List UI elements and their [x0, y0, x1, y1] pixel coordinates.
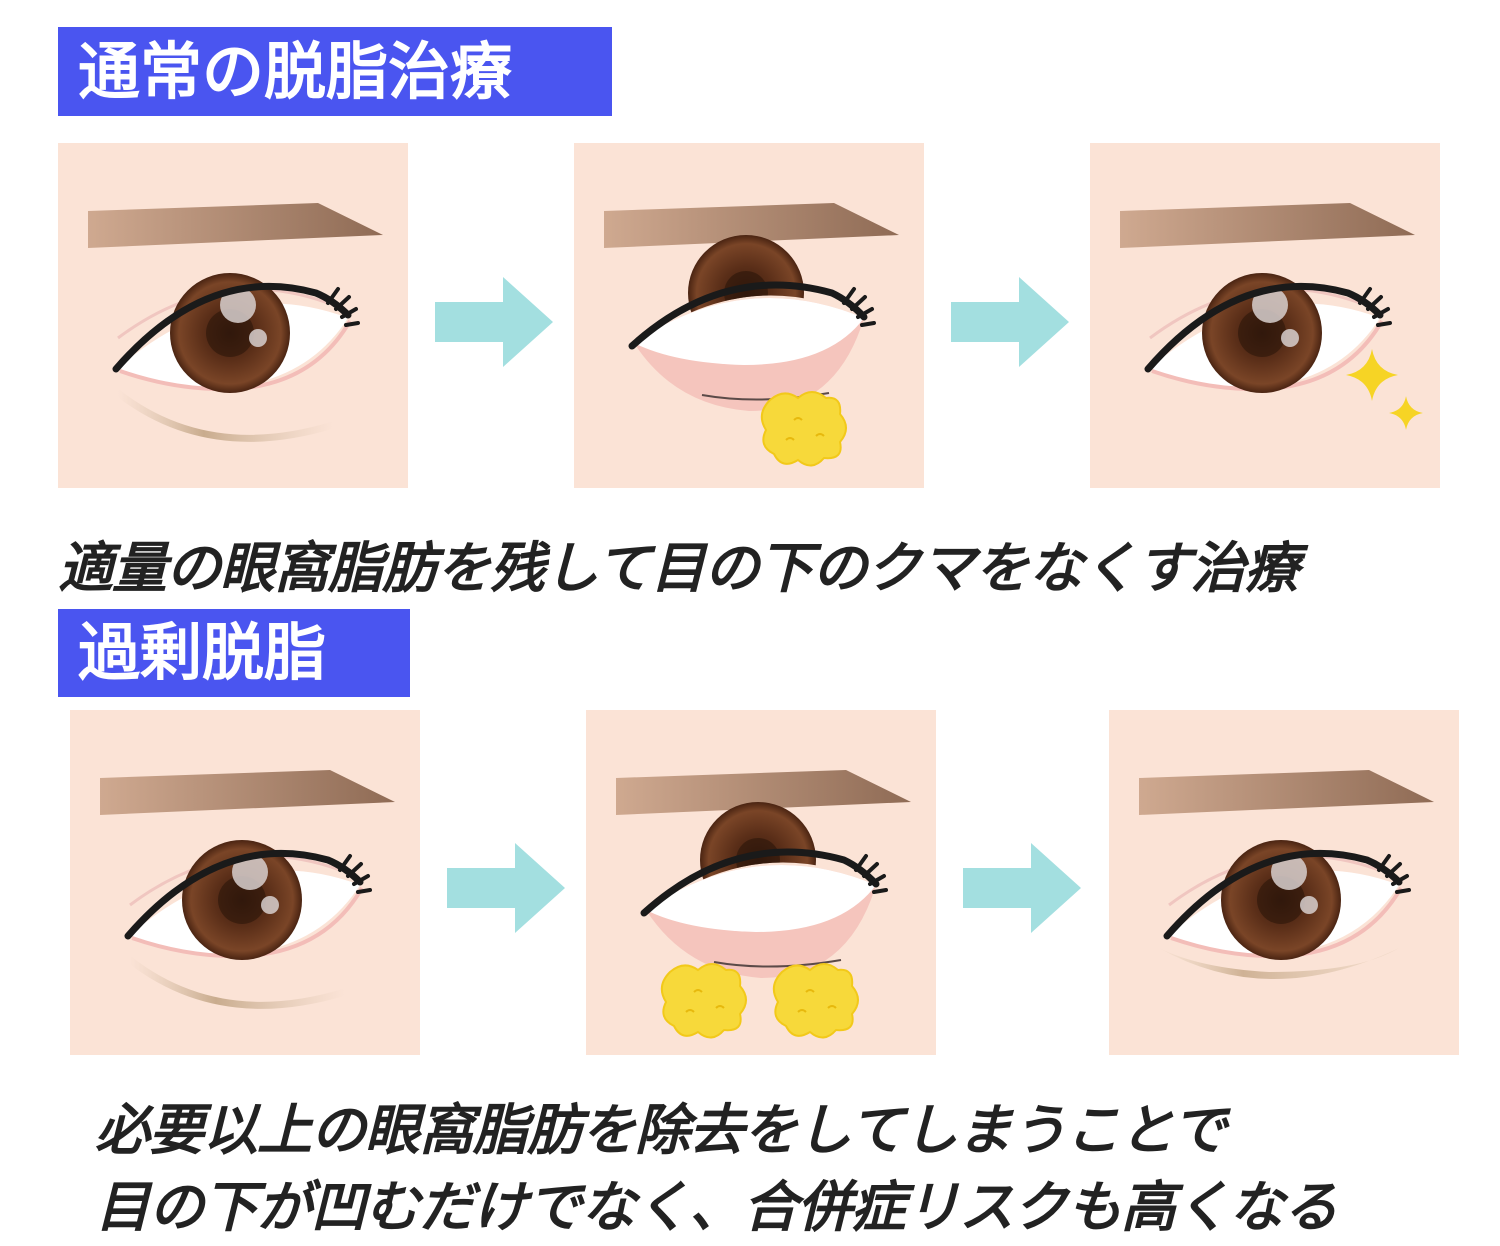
eye-surgery-icon [616, 770, 911, 1039]
arrow-right-icon [447, 843, 565, 933]
normal-panel-before [58, 143, 408, 488]
normal-panel-surgery [574, 143, 924, 488]
excess-caption-line1: 必要以上の眼窩脂肪を除去をしてしまうことで [95, 1098, 1227, 1162]
eye-surgery-icon [604, 203, 899, 467]
excess-fat-removal-title: 過剰脱脂 [78, 616, 327, 689]
arrow-right-icon [951, 277, 1069, 367]
normal-panel-after [1090, 143, 1440, 488]
excess-panel-before [70, 710, 420, 1055]
normal-treatment-title: 通常の脱脂治療 [78, 34, 513, 108]
excess-panel-surgery [586, 710, 936, 1055]
eye-before-icon [88, 203, 383, 442]
arrow-right-icon [963, 843, 1081, 933]
normal-treatment-heading: 通常の脱脂治療 [58, 27, 612, 116]
eye-sunken-icon [1139, 770, 1434, 979]
normal-treatment-caption: 適量の眼窩脂肪を残して目の下のクマをなくす治療 [58, 536, 1299, 600]
arrow-right-icon [435, 277, 553, 367]
excess-caption-line2: 目の下が凹むだけでなく、合併症リスクも高くなる [95, 1175, 1338, 1239]
excess-panel-after [1109, 710, 1459, 1055]
excess-fat-removal-heading: 過剰脱脂 [58, 609, 410, 697]
eye-before-icon [100, 770, 395, 1009]
eye-after-icon [1120, 203, 1423, 430]
